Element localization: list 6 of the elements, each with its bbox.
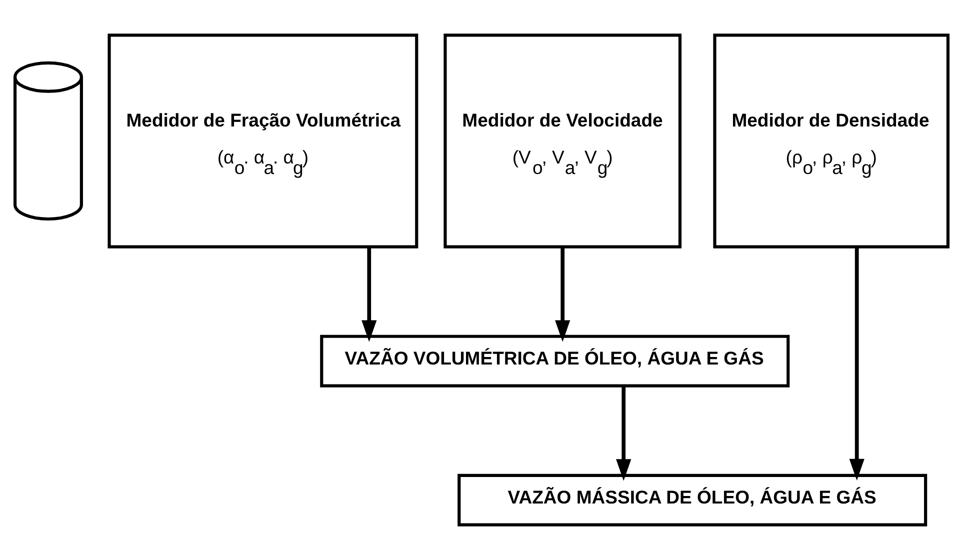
node-box: VAZÃO MÁSSICA DE ÓLEO, ÁGUA E GÁS bbox=[458, 474, 928, 526]
arrow bbox=[362, 247, 377, 342]
arrow bbox=[616, 386, 632, 481]
arrow bbox=[849, 246, 864, 481]
arrow bbox=[555, 247, 570, 342]
node-box: VAZÃO VOLUMÉTRICA DE ÓLEO, ÁGUA E GÁS bbox=[320, 334, 790, 388]
